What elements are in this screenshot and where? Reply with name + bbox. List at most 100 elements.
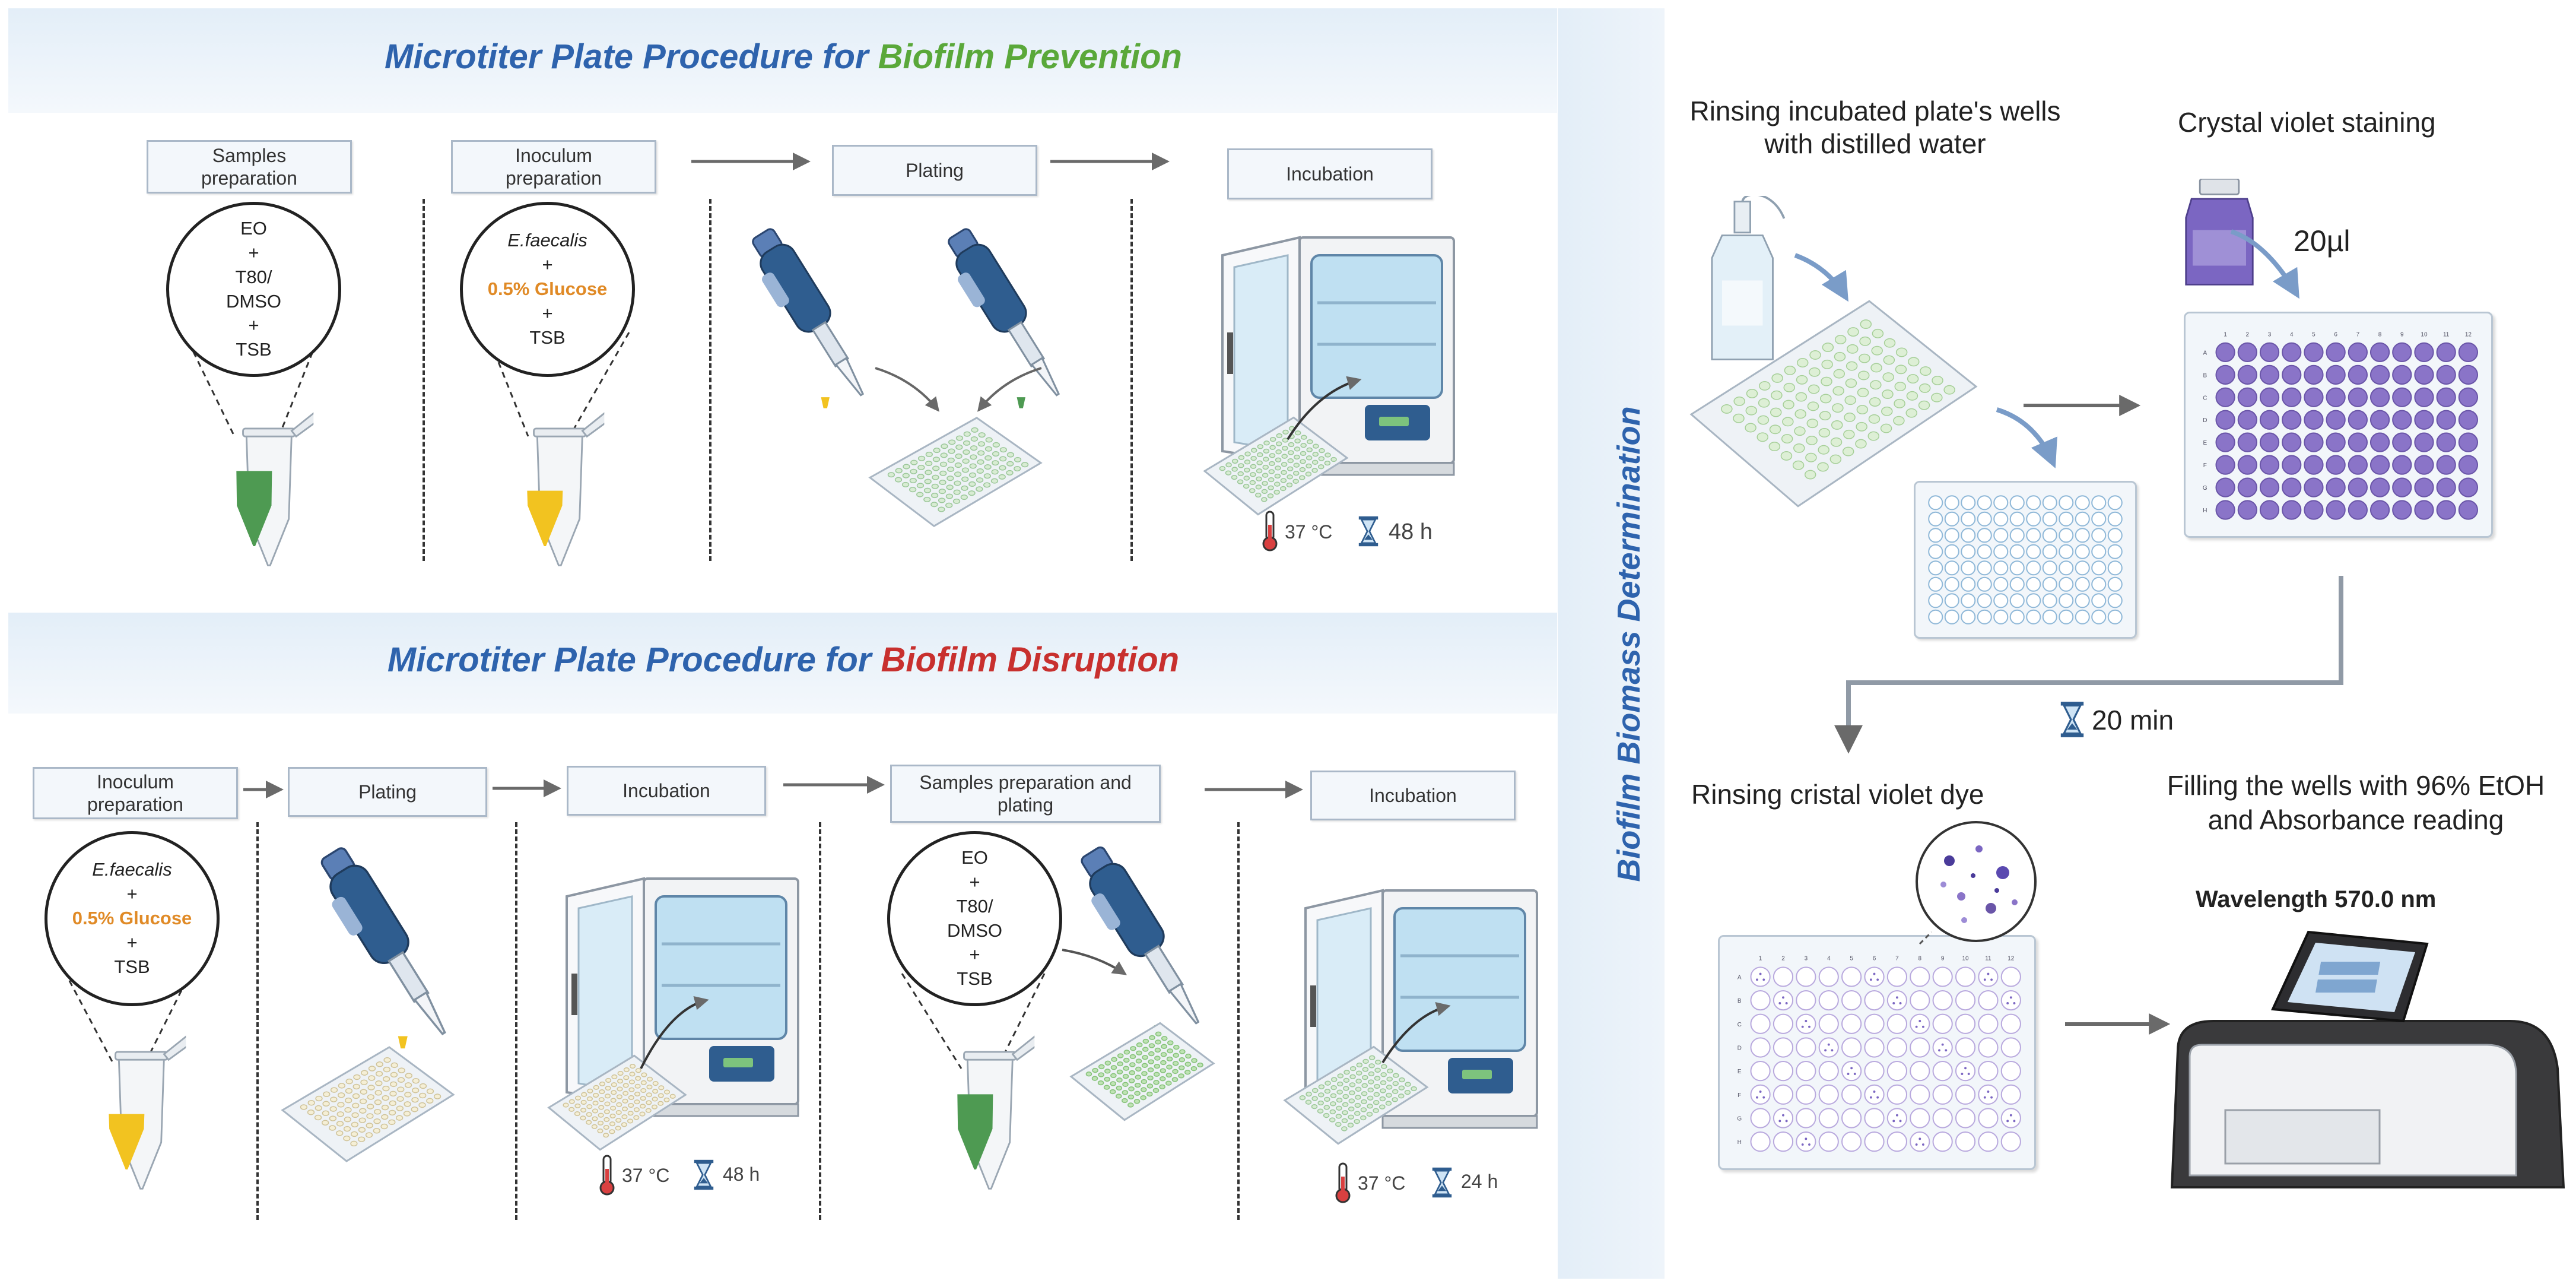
plate-well (1881, 406, 1893, 416)
plate-well (1173, 1053, 1179, 1058)
plate-well (1796, 1131, 1816, 1152)
plate-well (2392, 432, 2412, 452)
plate-well (1122, 1098, 1128, 1104)
plate-well (1281, 462, 1288, 467)
plate-well (1274, 473, 1281, 479)
plate-well (1237, 471, 1244, 477)
disruption-inoculum-prep-label: Inoculum preparation (87, 771, 183, 815)
plate-well (1250, 472, 1256, 477)
plate-well (2009, 593, 2025, 608)
plate-well (1733, 396, 1745, 406)
plate-well (1317, 1100, 1324, 1106)
plate-well (1910, 1084, 1930, 1105)
plate-well (2042, 593, 2057, 608)
plate-well (663, 1097, 670, 1102)
plate-well (1843, 429, 1855, 439)
plate-well (1273, 490, 1280, 495)
plate-row-label: B (2203, 372, 2207, 379)
plate-well (1300, 443, 1307, 448)
plate-well (1146, 1083, 1154, 1089)
plate-well (628, 1095, 634, 1100)
plate-well (1398, 1085, 1405, 1091)
plate-well (931, 483, 939, 489)
plate-well (2075, 560, 2090, 576)
plate-well (315, 1095, 323, 1102)
plate-well (1380, 1072, 1387, 1077)
plate-well (895, 468, 903, 474)
plate-well (1806, 435, 1818, 445)
plate-well (999, 465, 1006, 471)
plate-well (992, 460, 999, 466)
plate-well (1859, 353, 1870, 363)
plate-well (1243, 483, 1250, 489)
plate-well (390, 1081, 398, 1088)
plate-well (1841, 1013, 1862, 1034)
plate-well (1818, 1108, 1839, 1128)
plate-well (1148, 1043, 1155, 1048)
plate-well (946, 466, 955, 473)
plate-well (658, 1093, 664, 1098)
plate-well (1392, 1089, 1399, 1094)
plate-well (1184, 1070, 1191, 1075)
plate-well (1299, 1095, 1306, 1101)
plate-well (977, 441, 986, 447)
plate-well (1780, 451, 1793, 461)
plate-well (641, 1072, 647, 1077)
plate-well (412, 1077, 420, 1084)
plate-well (604, 1093, 611, 1099)
plate-well (977, 450, 985, 456)
disruption-samples-circle: EO + T80/ DMSO + TSB (887, 831, 1062, 1006)
plate-well (933, 448, 941, 454)
stain-speck (1785, 1120, 1788, 1123)
plate-well (1870, 363, 1882, 373)
plate-well (2282, 410, 2302, 430)
stain-speck (1782, 1114, 1784, 1117)
plate-well (2369, 455, 2390, 475)
plate-well (910, 459, 918, 465)
plate-well (1818, 990, 1839, 1011)
plate-well (351, 1121, 359, 1128)
plate-well (2414, 500, 2434, 520)
stain-speck (1853, 1073, 1856, 1075)
plate-well (1122, 1090, 1129, 1095)
plate-well (1381, 1064, 1387, 1069)
plate-well (1841, 990, 1862, 1011)
plate-row-label: D (2203, 417, 2207, 424)
plate-well (2392, 342, 2412, 363)
plate-well (1910, 990, 1930, 1011)
plate-well (610, 1098, 617, 1103)
plate-well (597, 1120, 604, 1126)
plate-well (1883, 338, 1896, 348)
plate-well (2282, 455, 2302, 475)
biomass-rinse-plate-green (1685, 297, 1982, 511)
plate-well (1818, 1037, 1839, 1058)
plate-well (947, 457, 955, 463)
biomass-rinsed-plate (1914, 481, 2137, 639)
plate-well (1756, 432, 1768, 442)
plate-well (1128, 1086, 1135, 1092)
plate-well (1263, 440, 1270, 446)
plate-well (352, 1093, 360, 1099)
disruption-plating-plate-icon (281, 1046, 455, 1162)
stain-speck (1987, 1091, 1990, 1093)
plate-well (2107, 528, 2123, 543)
plate-row-label: D (1738, 1045, 1742, 1051)
plate-well (1750, 1084, 1771, 1105)
plate-row-label: H (2203, 508, 2207, 514)
plate-well (2237, 364, 2257, 385)
plate-well (2237, 432, 2257, 452)
prevention-title-prefix: Microtiter Plate Procedure for (385, 37, 878, 76)
plate-well (1978, 966, 1999, 987)
plate-row-label: A (2203, 350, 2207, 356)
stain-speck (1808, 1025, 1810, 1028)
plate-well (1287, 474, 1293, 480)
plate-well (963, 440, 971, 446)
plate-well (1961, 511, 1976, 527)
plate-well (1152, 1088, 1160, 1093)
plate-well (609, 1121, 616, 1127)
plate-well (1750, 1131, 1771, 1152)
plate-well (1256, 476, 1262, 481)
prevention-plating-plate-icon (868, 417, 1043, 528)
plate-well (2042, 528, 2057, 543)
plate-well (586, 1112, 592, 1117)
